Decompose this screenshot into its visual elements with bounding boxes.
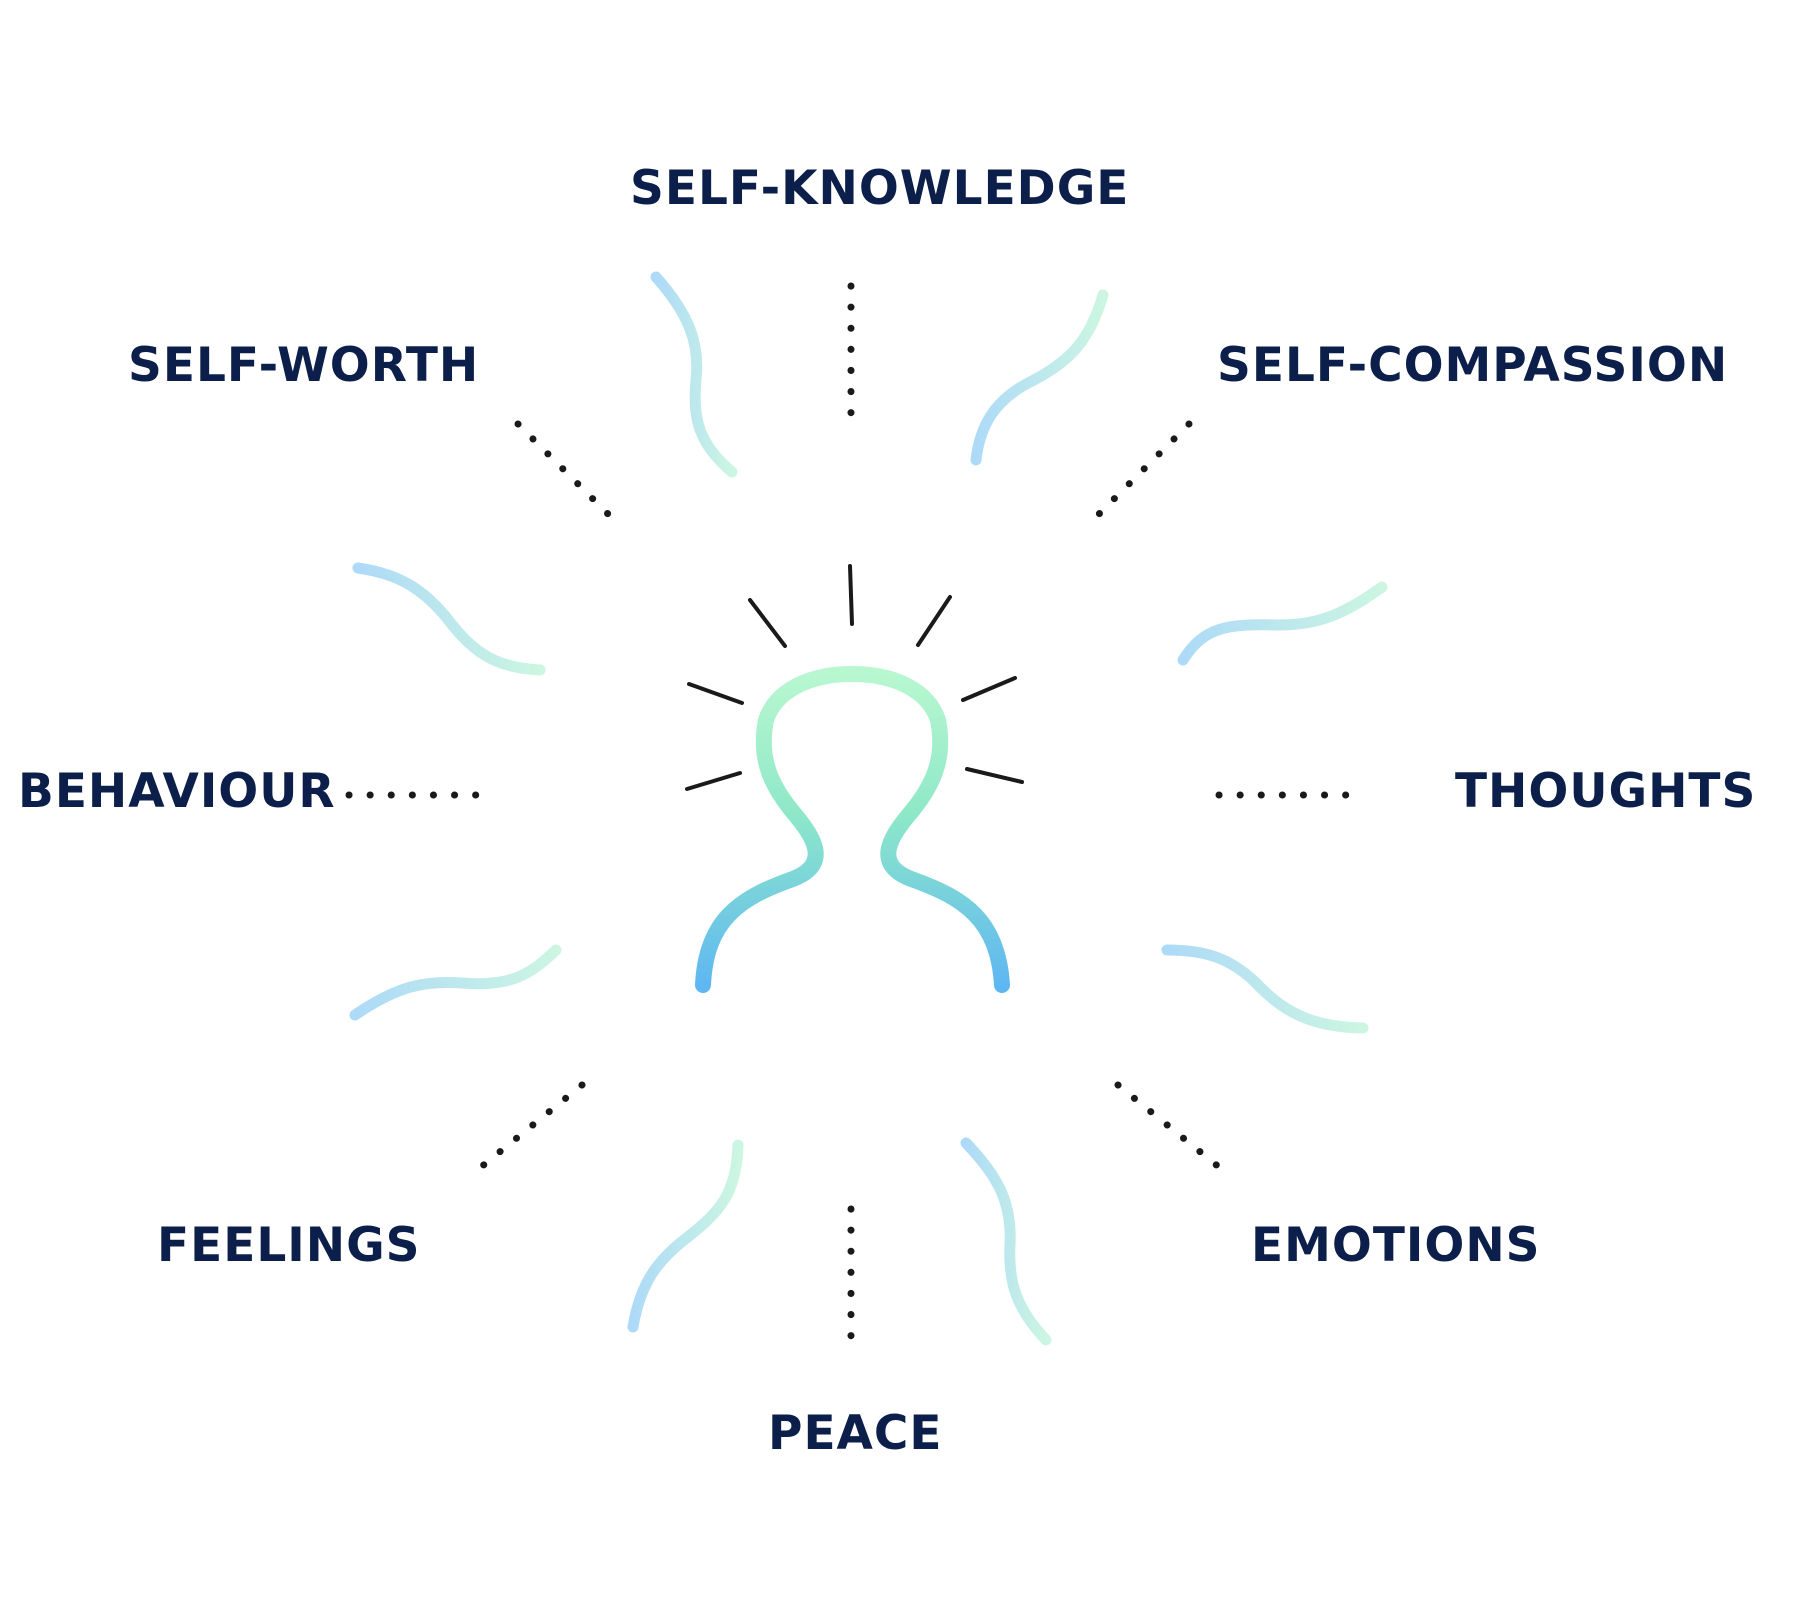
- wave-left-upper: [352, 562, 546, 676]
- ray-upper-right: [916, 595, 952, 647]
- label-behaviour: BEHAVIOUR: [18, 764, 336, 819]
- ray-right: [961, 676, 1017, 702]
- person-silhouette-icon: [695, 666, 1010, 993]
- wave-top-left: [650, 271, 738, 478]
- wave-bottom-right: [960, 1137, 1052, 1346]
- wave-strokes: [349, 271, 1388, 1346]
- light-rays: [685, 564, 1024, 791]
- label-feelings: FEELINGS: [157, 1218, 421, 1273]
- wave-right-upper: [1177, 581, 1388, 666]
- ray-lower-left: [685, 771, 742, 791]
- label-thoughts: THOUGHTS: [1455, 764, 1757, 819]
- ray-top: [848, 564, 854, 626]
- label-emotions: EMOTIONS: [1251, 1218, 1541, 1273]
- dots-upper-left: [514, 420, 621, 527]
- dots-lower-right: [1114, 1081, 1229, 1176]
- label-self-worth: SELF-WORTH: [128, 338, 480, 393]
- ray-left: [687, 682, 744, 705]
- dots-lower-left: [471, 1081, 586, 1176]
- label-self-knowledge: SELF-KNOWLEDGE: [630, 161, 1130, 216]
- ray-lower-right: [965, 767, 1024, 784]
- dots-upper-right: [1086, 420, 1193, 527]
- wave-right-lower: [1161, 944, 1369, 1034]
- ray-upper-left: [748, 598, 787, 648]
- label-self-compassion: SELF-COMPASSION: [1217, 338, 1729, 393]
- dotted-lines: [345, 282, 1363, 1353]
- wave-top-right: [970, 289, 1109, 466]
- wave-bottom-left: [627, 1139, 744, 1333]
- label-peace: PEACE: [768, 1406, 943, 1461]
- wave-left-lower: [349, 944, 562, 1021]
